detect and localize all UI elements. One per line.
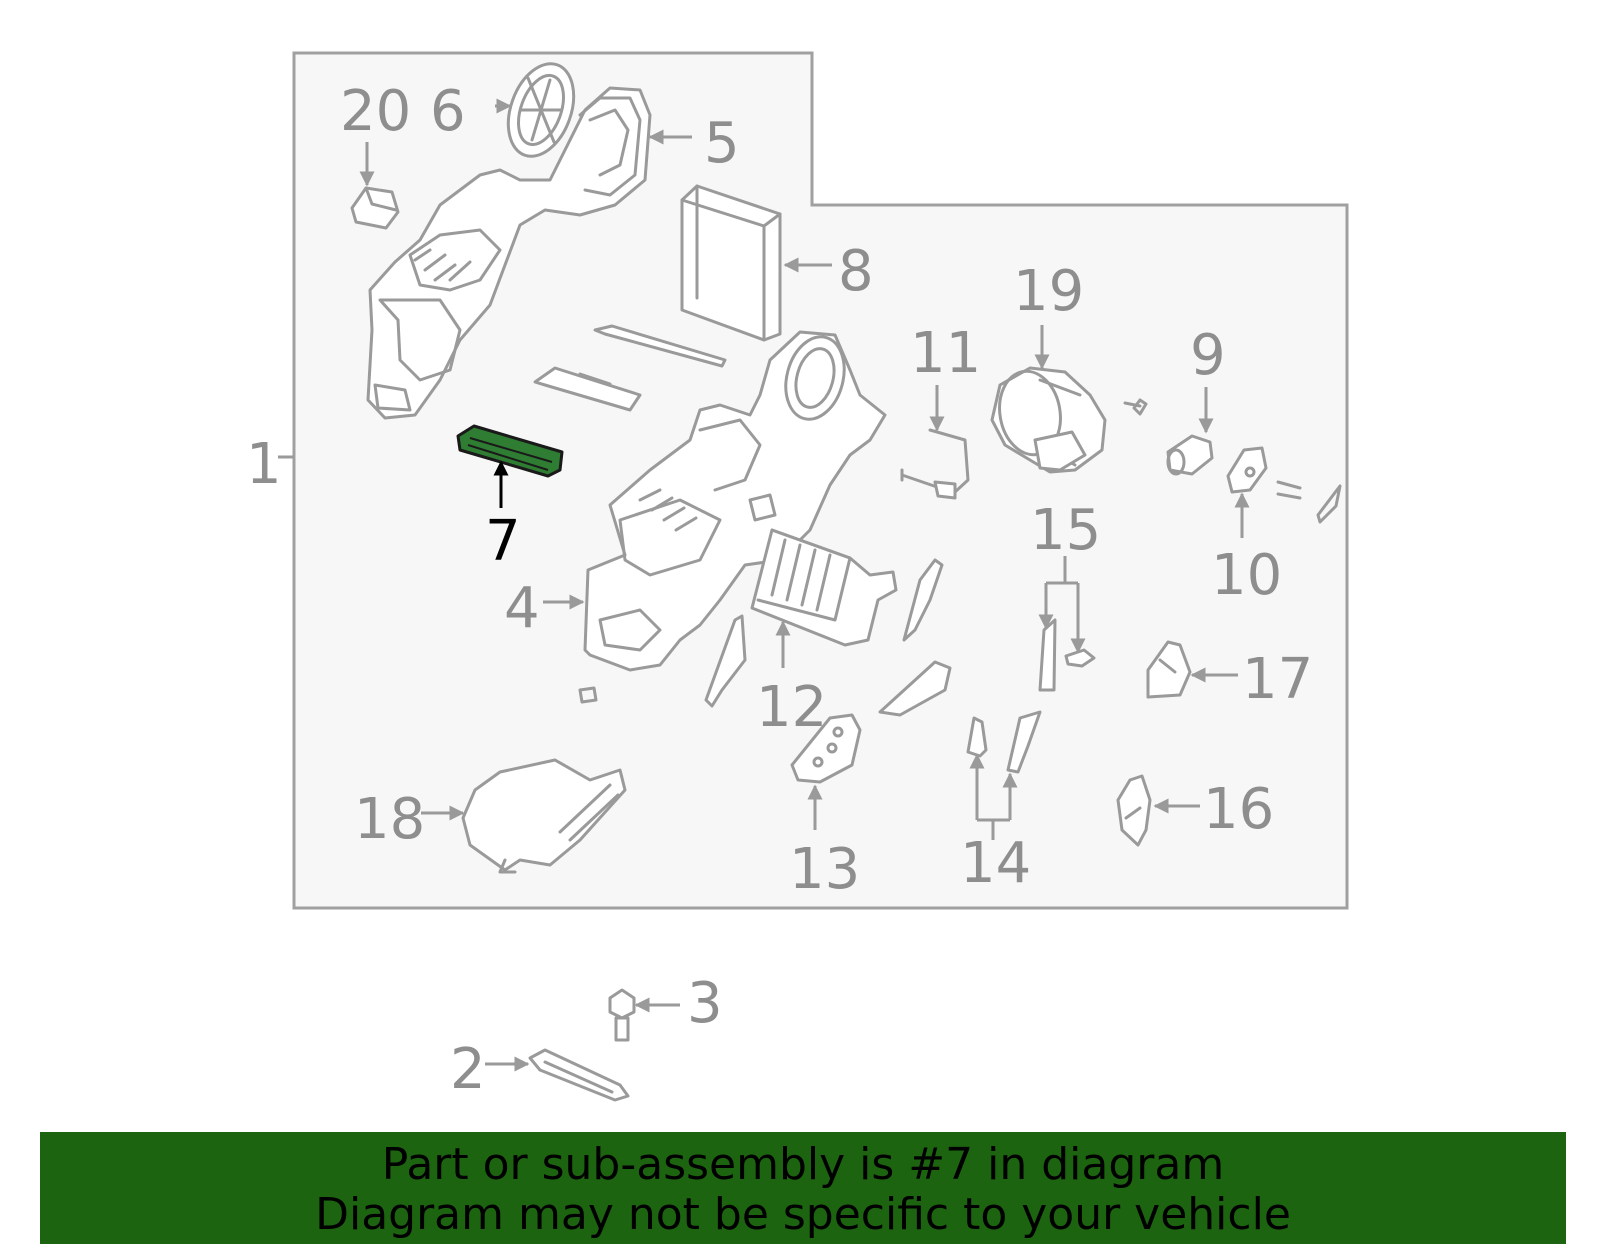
callout-12: 12 — [756, 675, 827, 740]
callout-16: 16 — [1203, 777, 1274, 842]
callout-19: 19 — [1013, 259, 1084, 324]
callout-17: 17 — [1242, 647, 1313, 712]
banner-line-part-info: Part or sub-assembly is #7 in diagram — [381, 1139, 1225, 1190]
duct-strips-drawing — [704, 558, 952, 717]
callout-13: 13 — [789, 837, 860, 902]
callout-6: 6 — [430, 79, 466, 144]
part-15-linkage-drawing[interactable] — [1038, 618, 1096, 692]
callout-18: 18 — [354, 787, 425, 852]
part-16-actuator-drawing[interactable] — [1116, 774, 1152, 847]
info-banner: Part or sub-assembly is #7 in diagram Di… — [40, 1132, 1566, 1244]
part-4-main-housing-drawing[interactable] — [583, 330, 887, 672]
part-7-seal-drawing[interactable] — [456, 424, 564, 478]
screw-drawing — [1123, 398, 1148, 416]
part-19-blower-motor-drawing[interactable] — [990, 366, 1107, 474]
callout-14: 14 — [960, 831, 1031, 896]
part-20-clip-drawing[interactable] — [350, 186, 400, 230]
callout-10: 10 — [1211, 543, 1282, 608]
part-17-actuator-drawing[interactable] — [1146, 640, 1192, 699]
callout-1: 1 — [246, 432, 282, 497]
callout-9: 9 — [1190, 323, 1226, 388]
part-10-bracket-drawing[interactable] — [1226, 446, 1342, 524]
part-6-fan-ring-drawing[interactable] — [496, 55, 585, 166]
callout-8: 8 — [838, 239, 874, 304]
callout-3: 3 — [687, 971, 723, 1036]
part-12-heater-core-drawing[interactable] — [750, 528, 898, 647]
callout-4: 4 — [504, 576, 540, 641]
part-5-upper-housing-drawing[interactable] — [366, 86, 652, 420]
callout-11: 11 — [910, 321, 981, 386]
callout-2: 2 — [450, 1037, 486, 1102]
callout-15: 15 — [1030, 498, 1101, 563]
banner-line-disclaimer: Diagram may not be specific to your vehi… — [315, 1189, 1291, 1240]
part-8-filter-drawing[interactable] — [680, 184, 782, 342]
part-2-bracket-drawing[interactable] — [528, 1048, 630, 1102]
part-9-resistor-drawing[interactable] — [1166, 434, 1214, 476]
part-11-sensor-drawing[interactable] — [900, 428, 970, 500]
callout-7: 7 — [485, 509, 521, 574]
part-3-bolt-drawing[interactable] — [608, 988, 636, 1042]
callout-5: 5 — [704, 111, 740, 176]
part-18-control-module-drawing[interactable] — [461, 758, 627, 874]
part-13-plate-drawing[interactable] — [790, 713, 862, 784]
callout-20: 20 — [340, 79, 411, 144]
small-clip-drawing — [578, 686, 598, 704]
seal-strips-drawing — [533, 324, 727, 412]
